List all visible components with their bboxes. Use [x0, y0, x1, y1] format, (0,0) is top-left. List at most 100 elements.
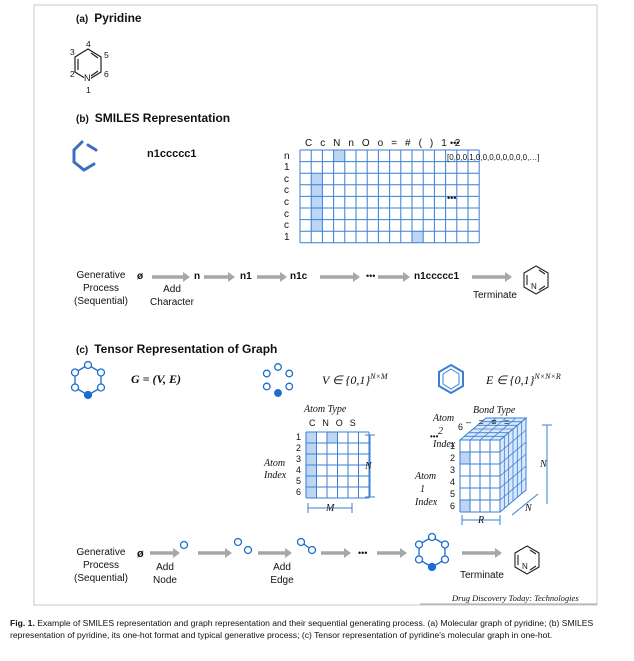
dimension-brackets	[307, 424, 552, 525]
figure-caption: Fig. 1. Example of SMILES representation…	[10, 618, 594, 640]
e-row-index: 3	[450, 465, 456, 475]
arrow-head	[173, 548, 180, 558]
arrow-head	[495, 548, 502, 558]
graph-node	[274, 389, 282, 397]
arrow-head	[225, 548, 232, 558]
section-b-heading: (b)SMILES Representation	[76, 111, 231, 125]
onehot-row-label: c	[284, 196, 289, 208]
onehot-rows-more: •••	[447, 193, 457, 203]
graph-node	[296, 537, 306, 547]
atom-num-1: 1	[86, 85, 91, 95]
onehot-columns: C c N n O o = # ( ) 1 2	[305, 138, 463, 149]
onehot-row-label: 1	[284, 162, 290, 174]
node-matrix-v	[305, 431, 370, 499]
process-arrows	[150, 272, 512, 558]
n-label-e2: N	[525, 503, 532, 514]
atom-num-6: 6	[104, 69, 109, 79]
e-row-index: 6	[450, 501, 456, 511]
v-row-index: 4	[296, 465, 302, 475]
n-label-e1: N	[540, 459, 547, 470]
atom-num-4: 4	[86, 39, 91, 49]
e-row-index: 1	[450, 441, 456, 451]
v-cell-filled	[306, 454, 317, 465]
arrow-head	[403, 272, 410, 282]
e-cell-filled	[460, 452, 470, 464]
section-a-heading: (a)Pyridine	[76, 11, 142, 25]
onehot-row-label: c	[284, 220, 289, 232]
graph-equation: G = (V, E)	[131, 372, 181, 386]
onehot-row-label: c	[284, 208, 289, 220]
grid-line	[499, 453, 527, 477]
v-cell-filled	[306, 443, 317, 454]
onehot-row-label: n	[284, 150, 290, 162]
step-n: n	[194, 271, 201, 282]
graph-node	[440, 555, 450, 564]
atom2-six: 6	[458, 422, 464, 432]
atom-type-label: Atom Type	[304, 404, 347, 415]
grid-line	[499, 477, 527, 501]
loop-icon	[72, 140, 98, 172]
r-label: R	[478, 515, 485, 526]
arrow-head	[228, 272, 235, 282]
onehot-columns-more: •••	[450, 138, 460, 148]
pyridine-terminate-c	[514, 545, 540, 575]
onehot-row-label: 1	[284, 231, 290, 243]
m-label: M	[326, 503, 335, 514]
onehot-row-label: c	[284, 185, 289, 197]
v-row-index: 3	[296, 454, 302, 464]
v-cell-filled	[306, 432, 317, 443]
graph-node	[285, 369, 294, 378]
e-row-index: 2	[450, 453, 456, 463]
terminate-c: Terminate	[460, 570, 504, 581]
null-symbol-c: ø	[137, 548, 144, 560]
onehot-cell-filled	[311, 184, 323, 197]
v-row-index: 5	[296, 476, 302, 486]
arrow-head	[505, 272, 512, 282]
graph-node	[262, 382, 271, 391]
onehot-row-label: c	[284, 173, 289, 185]
e-row-index: 5	[450, 489, 456, 499]
arrow-head	[344, 548, 351, 558]
grid-line	[499, 429, 527, 453]
v-cell-filled	[306, 487, 317, 498]
v-cell-filled	[306, 465, 317, 476]
graph-node	[262, 369, 271, 378]
arrow-head	[353, 272, 360, 282]
graph-node	[414, 540, 424, 549]
onehot-cell-filled	[333, 150, 345, 162]
source-credit: Drug Discovery Today: Technologies	[452, 593, 579, 603]
graph-node	[307, 545, 317, 555]
onehot-vector: [0,0,0,1,0,0,0,0,0,0,0,0,…]	[447, 153, 540, 162]
v-cell-filled	[327, 432, 338, 443]
bond-type-label: Bond Type	[473, 405, 516, 416]
atom-n: N	[84, 73, 91, 83]
graph-node	[285, 382, 294, 391]
graph-node	[243, 545, 253, 555]
figure-frame	[33, 4, 598, 606]
pyridine-terminate-b	[523, 265, 549, 295]
terminate-b: Terminate	[473, 290, 517, 301]
v-row-index: 2	[296, 443, 302, 453]
graph-node	[83, 360, 93, 370]
v-cell-filled	[306, 476, 317, 487]
section-c-heading: (c)Tensor Representation of Graph	[76, 342, 278, 356]
onehot-cell-filled	[311, 173, 323, 185]
onehot-cell-filled	[311, 208, 323, 220]
arrow-head	[183, 272, 190, 282]
step-final: n1ccccc1	[414, 271, 460, 282]
graph-node	[179, 540, 189, 550]
onehot-cell-filled	[311, 196, 323, 208]
e-row-index: 4	[450, 477, 456, 487]
atom-num-2: 2	[70, 69, 75, 79]
arrow-head	[400, 548, 407, 558]
n-label-v: N	[365, 461, 372, 472]
onehot-grid-smiles	[299, 149, 480, 244]
